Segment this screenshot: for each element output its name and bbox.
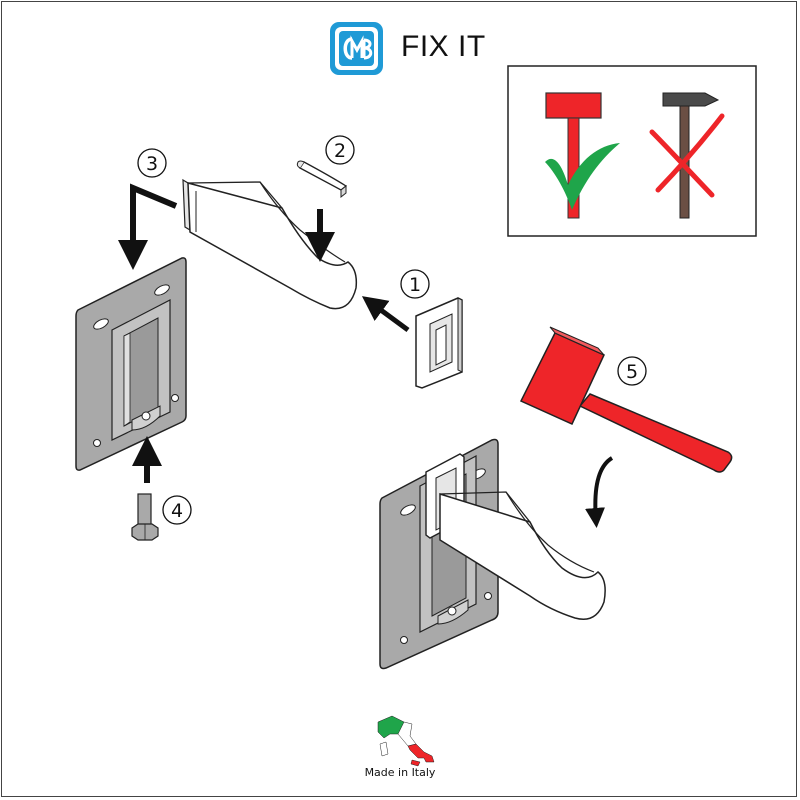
italy-map-icon [377, 715, 435, 767]
rubber-mallet-icon [545, 92, 602, 219]
arrow-step-1 [361, 296, 410, 333]
wall-plate [75, 257, 187, 471]
arrow-step-5 [585, 456, 614, 528]
arrow-step-3 [118, 183, 178, 270]
cmb-logo-icon [330, 22, 383, 75]
svg-text:2: 2 [334, 140, 346, 162]
svg-text:3: 3 [146, 153, 158, 175]
assembled-bracket [379, 438, 606, 670]
bracket-arm [182, 178, 358, 310]
step-label-2: 2 [325, 135, 355, 165]
checkmark-icon [545, 143, 620, 210]
brand-name: FIX IT [401, 30, 486, 63]
svg-text:1: 1 [409, 274, 421, 296]
tool-box [507, 65, 757, 237]
svg-text:5: 5 [626, 361, 638, 383]
step-label-5: 5 [617, 356, 647, 386]
step-label-4: 4 [162, 495, 192, 525]
made-in-italy-label: Made in Italy [364, 766, 436, 779]
step-label-3: 3 [137, 148, 167, 178]
rubber-mallet-large-icon [519, 326, 733, 473]
step-label-1: 1 [400, 269, 430, 299]
cross-icon [649, 113, 725, 198]
svg-text:4: 4 [171, 500, 183, 522]
bolt [131, 493, 159, 541]
sliding-clip [415, 297, 463, 389]
cover-cap [296, 160, 348, 199]
